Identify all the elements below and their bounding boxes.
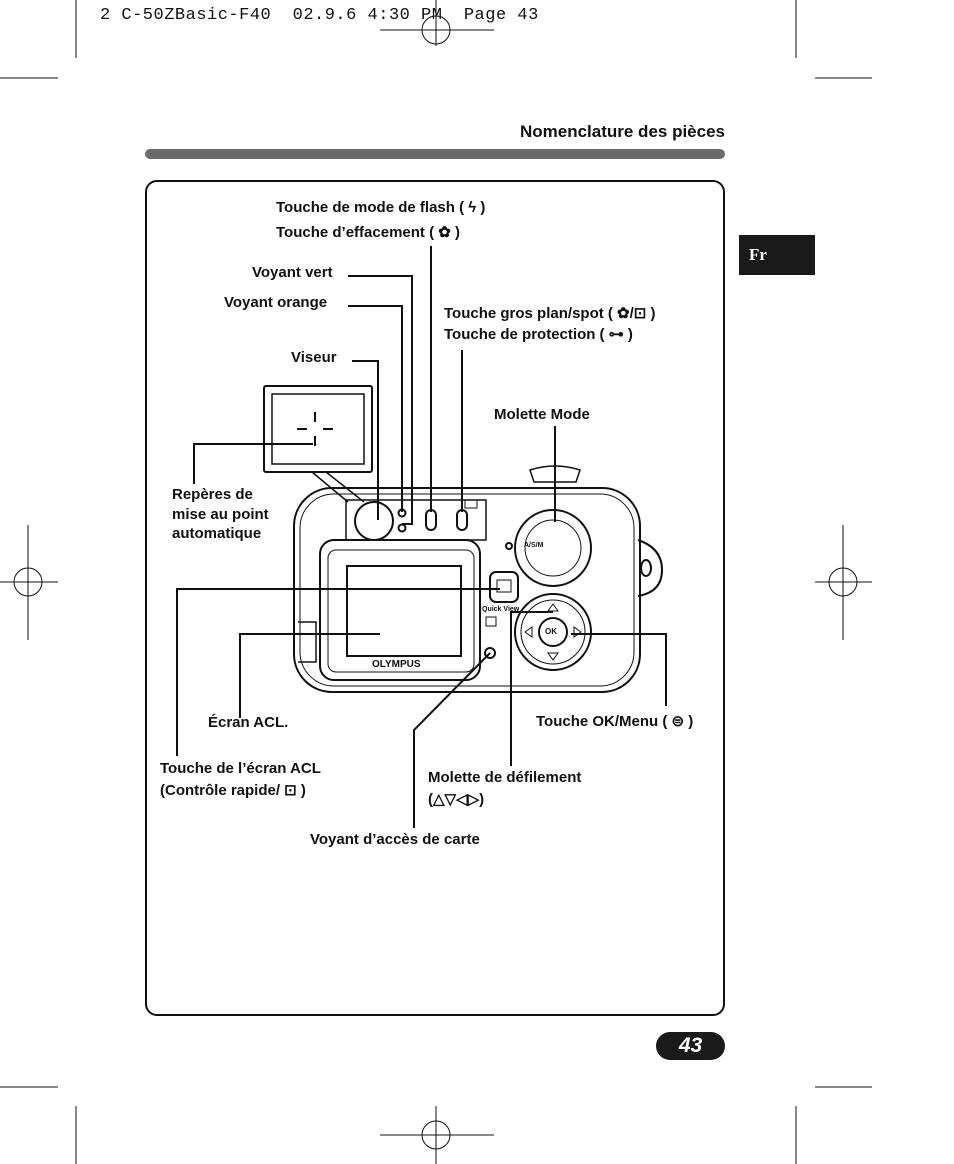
leader-card-led [413,652,491,828]
ok-text: OK [545,627,557,636]
leader-scroll-dial [510,611,553,766]
leader-orange-led [348,305,403,512]
print-slug: 2 C-50ZBasic-F40 02.9.6 4:30 PM Page 43 [100,6,539,25]
label-orange-led: Voyant orange [224,294,328,311]
lcd-screen [346,565,462,657]
label-viewfinder: Viseur [291,349,337,366]
label-lcd-button-1: Touche de l’écran ACL [160,760,321,777]
label-mode-dial: Molette Mode [494,406,590,423]
label-scroll-dial-1: Molette de défilement [428,769,582,786]
arrow-pad [514,593,592,671]
leader-lcd-screen [239,633,380,718]
viewfinder-window [354,501,394,541]
quick-view-text: Quick View [482,606,520,613]
lcd-surround [319,539,481,681]
label-lcd-button-2: (Contrôle rapide/ ⊡ ) [160,782,306,799]
label-macro-button: Touche gros plan/spot ( ✿/⊡ ) [444,305,656,322]
label-protect-button: Touche de protection ( ⊶ ) [444,326,633,343]
label-scroll-dial-2: (△▽◁▷) [428,791,485,808]
label-card-access-led: Voyant d’accès de carte [310,831,480,848]
language-tab: Fr [739,235,815,275]
dial-mode-text: A/S/M [524,542,544,549]
leader-ok-button [571,633,667,706]
leader-green-led [348,275,413,525]
viewfinder-inset [263,385,373,473]
leader-af-marks [193,443,313,484]
label-erase-button: Touche d’effacement ( ✿ ) [276,224,460,241]
label-green-led: Voyant vert [252,264,333,281]
brand-logo: OLYMPUS [372,659,421,670]
ok-button [538,617,568,647]
mode-dial [514,509,592,587]
label-af-marks-2: mise au point [172,506,269,523]
label-ok-menu: Touche OK/Menu ( ⊜ ) [536,713,694,730]
label-af-marks-1: Repères de [172,486,253,503]
diagram-frame [145,180,725,1016]
leader-viewfinder [352,360,379,520]
label-af-marks-3: automatique [172,525,262,542]
section-title: Nomenclature des pièces [519,122,725,141]
page-number-badge: 43 [656,1032,725,1060]
header-divider [145,149,725,159]
label-flash-button: Touche de mode de flash ( ϟ ) [276,199,486,216]
label-lcd-screen: Écran ACL. [208,714,289,731]
leader-lcd-button [176,588,500,756]
